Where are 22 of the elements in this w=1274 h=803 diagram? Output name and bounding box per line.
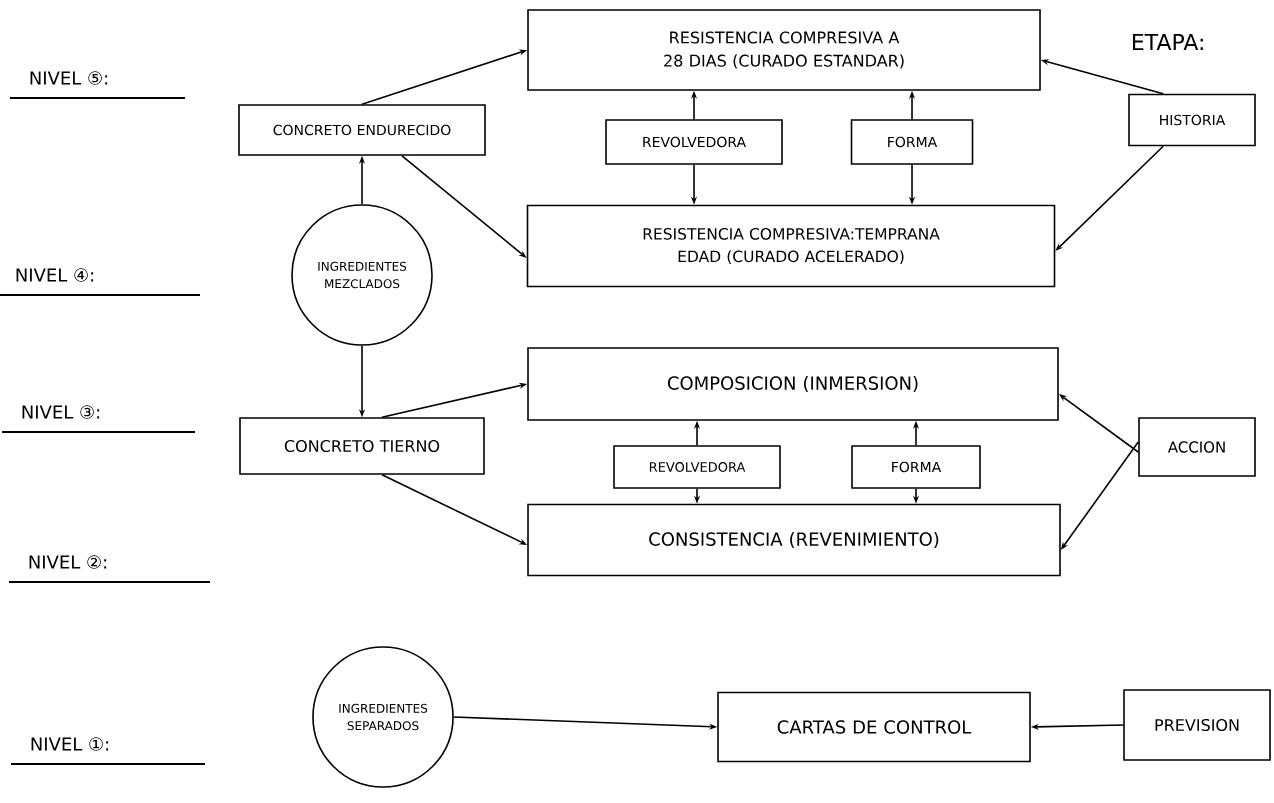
process-box: CARTAS DE CONTROL bbox=[717, 691, 1031, 763]
level-label: NIVEL ②: bbox=[8, 555, 211, 583]
process-box: RESISTENCIA COMPRESIVA:TEMPRANA EDAD (CURADO ACELERADO) bbox=[526, 204, 1056, 288]
process-box: COMPOSICION (INMERSION) bbox=[527, 347, 1059, 421]
process-box: ACCION bbox=[1138, 417, 1256, 477]
process-box: CONCRETO ENDURECIDO bbox=[238, 104, 486, 156]
process-box: FORMA bbox=[851, 445, 981, 489]
circle-node: INGREDIENTES MEZCLADOS bbox=[291, 204, 433, 346]
circle-node: INGREDIENTES SEPARADOS bbox=[312, 646, 454, 788]
process-box: FORMA bbox=[850, 119, 974, 165]
level-label: NIVEL ⑤: bbox=[9, 71, 186, 99]
stage-heading: ETAPA: bbox=[1133, 34, 1203, 50]
process-box: REVOLVEDORA bbox=[605, 119, 783, 165]
process-box: REVOLVEDORA bbox=[613, 445, 781, 489]
process-box: PREVISION bbox=[1123, 689, 1271, 761]
level-label: NIVEL ①: bbox=[10, 737, 206, 765]
process-box: RESISTENCIA COMPRESIVA A 28 DIAS (CURADO ESTANDAR) bbox=[527, 9, 1041, 91]
level-label: NIVEL ④: bbox=[0, 268, 201, 296]
process-box: CONCRETO TIERNO bbox=[239, 417, 485, 475]
process-box: HISTORIA bbox=[1128, 93, 1256, 147]
process-box: CONSISTENCIA (REVENIMIENTO) bbox=[527, 503, 1061, 577]
level-label: NIVEL ③: bbox=[1, 405, 196, 433]
